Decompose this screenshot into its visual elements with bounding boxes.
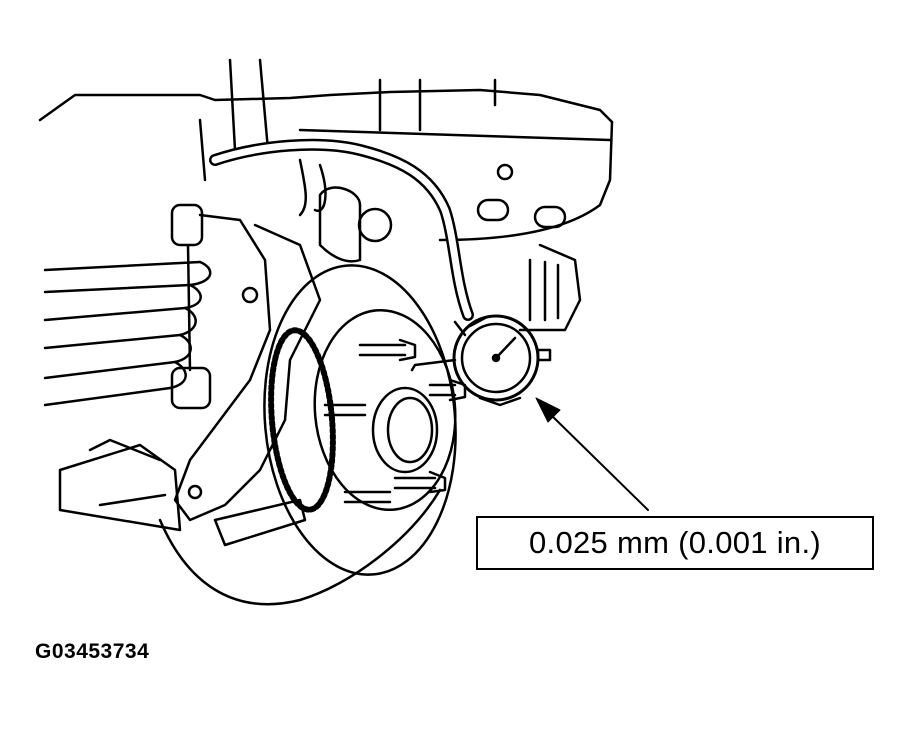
- stabilizer-link: [170, 203, 212, 410]
- steering-knuckle: [173, 213, 322, 522]
- vehicle-underbody: [38, 58, 614, 332]
- wheel-hub: [323, 338, 467, 504]
- runout-specification: 0.025 mm (0.001 in.): [528, 525, 822, 560]
- arrow-icon: [535, 397, 649, 511]
- abs-tone-ring: [268, 327, 336, 513]
- coil-spring: [43, 260, 212, 407]
- wiring-harness: [209, 138, 474, 321]
- measurement-callout: 0.025 mm (0.001 in.): [476, 516, 874, 570]
- dial-indicator-icon: [410, 314, 552, 407]
- lower-control-arm: [58, 438, 182, 532]
- figure-id: G03453734: [35, 640, 150, 663]
- brake-rotor: [158, 264, 457, 606]
